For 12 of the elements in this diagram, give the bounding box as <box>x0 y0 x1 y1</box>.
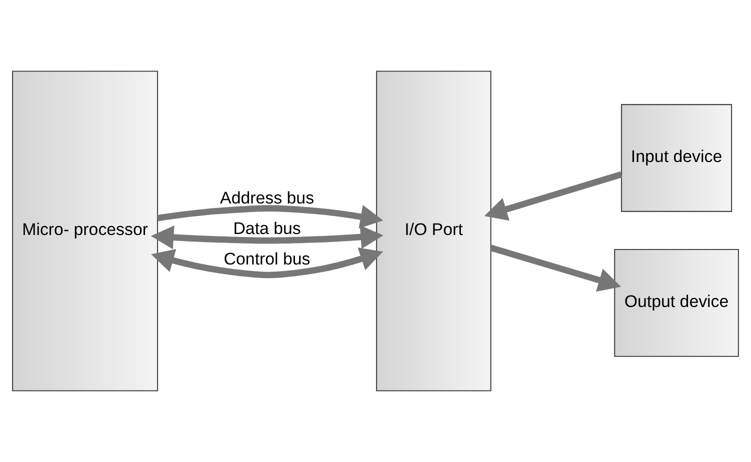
edge-label: Control bus <box>224 250 310 269</box>
node-box: I/O Port <box>376 70 492 392</box>
arrow <box>157 204 384 228</box>
node-box: Micro- processor <box>12 70 158 392</box>
edge-label: Data bus <box>233 218 301 238</box>
node-box: Output device <box>614 248 739 357</box>
arrow <box>484 171 622 221</box>
node-box: Input device <box>620 104 732 212</box>
arrow <box>151 248 383 278</box>
edge-label: Address bus <box>220 188 314 208</box>
arrow <box>150 225 384 250</box>
arrow <box>490 244 622 292</box>
